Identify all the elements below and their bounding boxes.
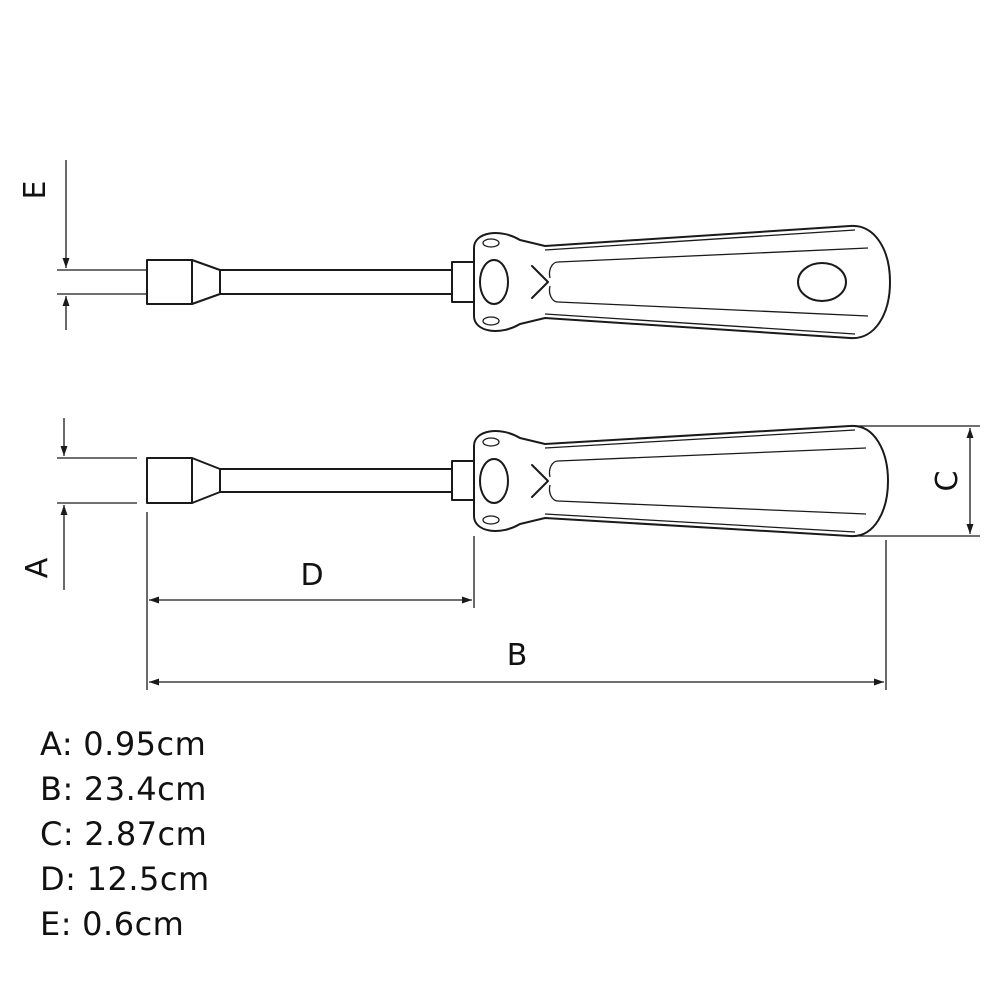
dimension-b-label: B bbox=[507, 638, 528, 673]
dimension-a-label: A bbox=[20, 557, 55, 578]
dimension-b bbox=[149, 540, 887, 690]
legend-item-d: D: 12.5cm bbox=[40, 857, 210, 902]
legend-value: 0.6cm bbox=[82, 905, 185, 943]
dimension-e bbox=[57, 160, 147, 330]
legend-item-b: B: 23.4cm bbox=[40, 767, 210, 812]
dimension-a bbox=[57, 418, 137, 590]
dimension-c bbox=[850, 425, 980, 537]
legend-label: D: bbox=[40, 860, 77, 898]
dimension-legend: A: 0.95cm B: 23.4cm C: 2.87cm D: 12.5cm … bbox=[40, 722, 210, 947]
nut-driver-side-view bbox=[146, 224, 891, 340]
legend-label: A: bbox=[40, 725, 74, 763]
legend-item-e: E: 0.6cm bbox=[40, 902, 210, 947]
legend-value: 23.4cm bbox=[83, 770, 207, 808]
dimension-d bbox=[146, 512, 475, 690]
legend-label: E: bbox=[40, 905, 72, 943]
legend-value: 12.5cm bbox=[86, 860, 210, 898]
legend-label: B: bbox=[40, 770, 74, 808]
nut-driver-front-view bbox=[146, 424, 889, 538]
legend-value: 2.87cm bbox=[84, 815, 208, 853]
legend-item-a: A: 0.95cm bbox=[40, 722, 210, 767]
dimension-e-label: E bbox=[18, 181, 53, 200]
legend-label: C: bbox=[40, 815, 75, 853]
dimension-c-label: C bbox=[930, 471, 965, 492]
legend-item-c: C: 2.87cm bbox=[40, 812, 210, 857]
dimension-d-label: D bbox=[300, 558, 323, 593]
legend-value: 0.95cm bbox=[83, 725, 207, 763]
